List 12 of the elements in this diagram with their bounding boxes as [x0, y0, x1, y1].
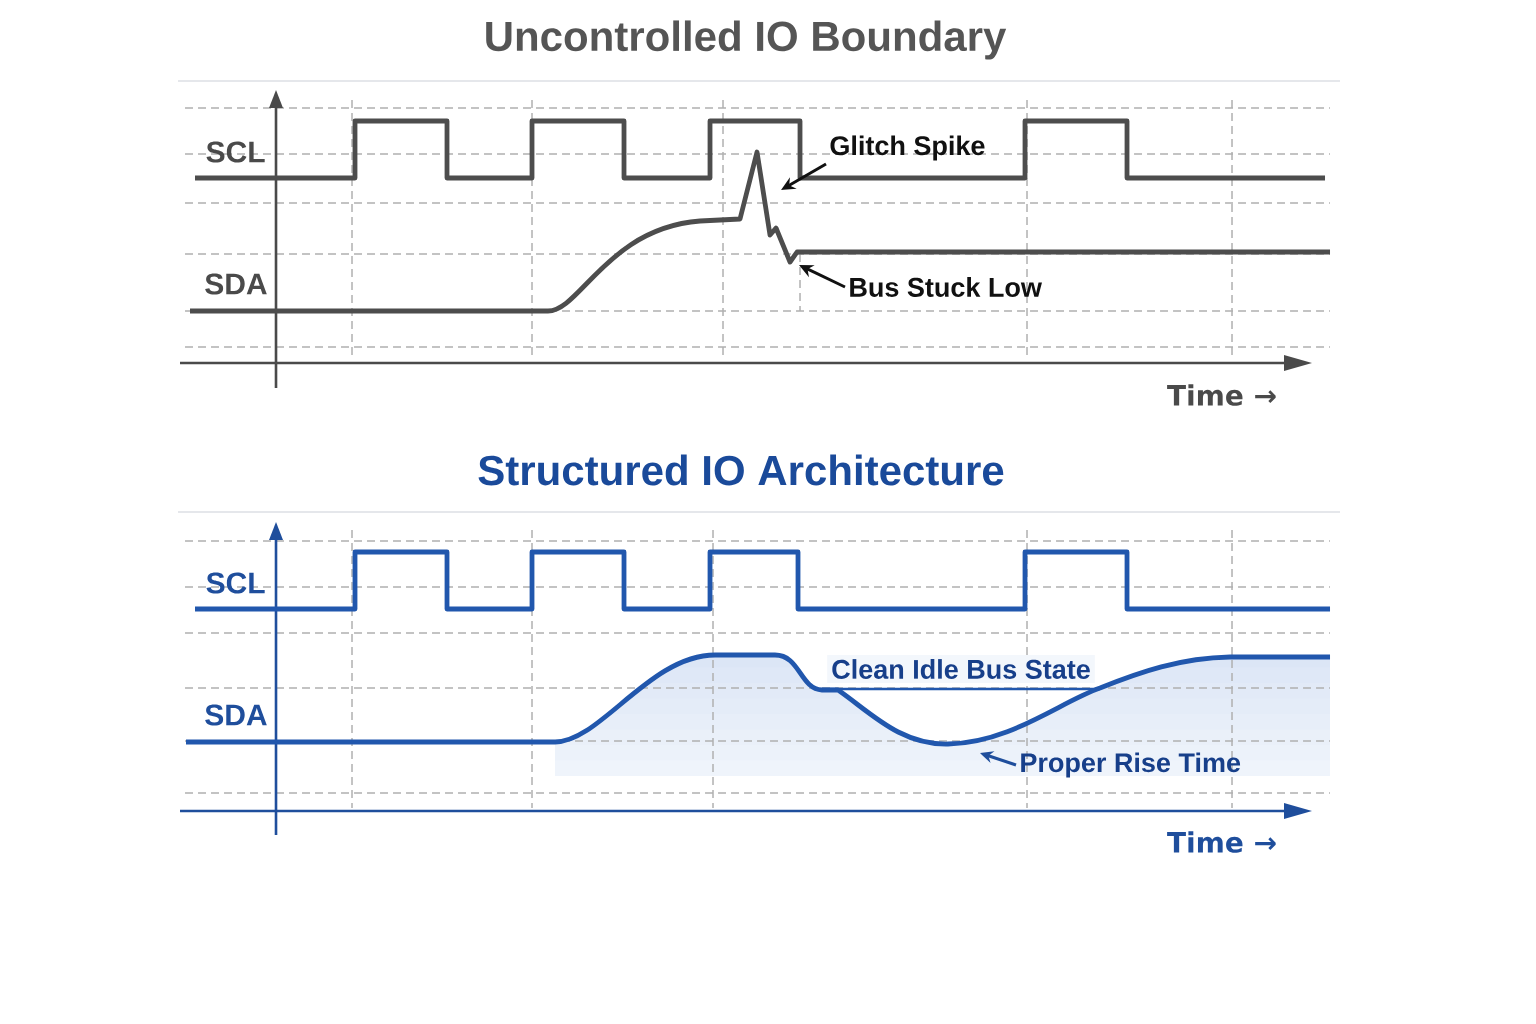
signal-label: SCL	[206, 141, 265, 163]
panel-title: Structured IO Architecture	[478, 454, 1004, 486]
annotation-text: Clean Idle Bus State	[827, 655, 1095, 683]
axis-label: Time →	[1167, 384, 1276, 406]
signal-label: SDA	[205, 704, 267, 726]
axis-label: Time →	[1167, 831, 1276, 853]
signal-label: SDA	[205, 273, 267, 295]
signal-label: SCL	[206, 572, 265, 594]
annotation-text: Proper Rise Time	[1021, 752, 1241, 778]
annotation-text: Bus Stuck Low	[850, 277, 1042, 297]
panel-title: Uncontrolled IO Boundary	[486, 20, 1007, 60]
annotation-text: Glitch Spike	[830, 135, 985, 161]
